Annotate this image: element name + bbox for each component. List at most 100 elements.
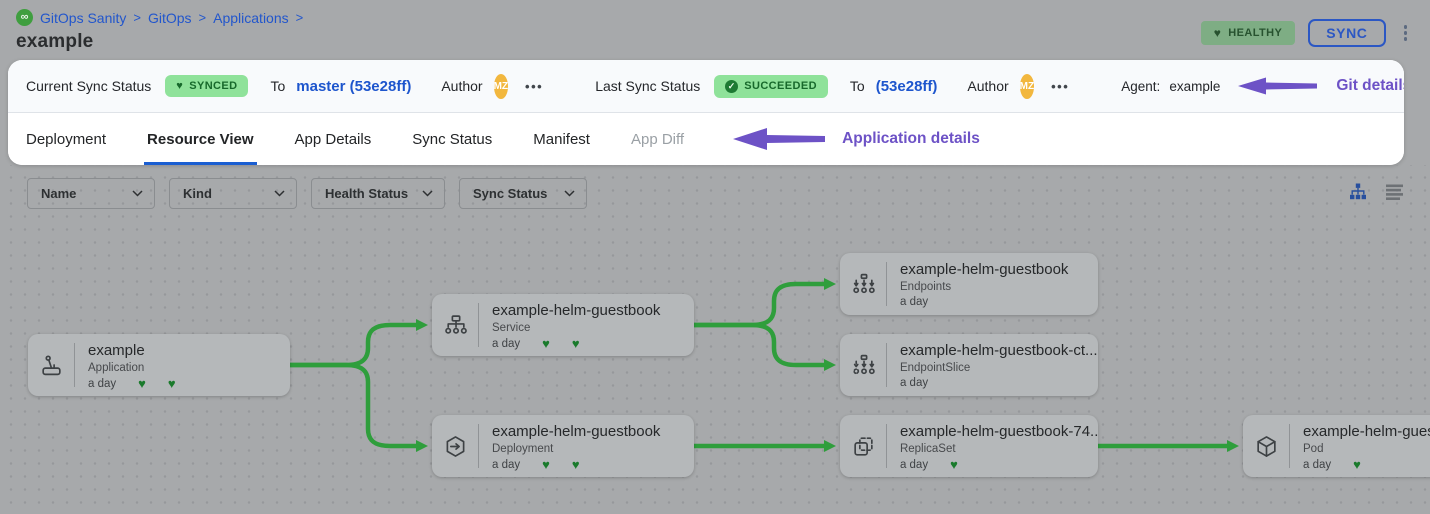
- deployment-icon: [432, 415, 478, 477]
- health-heart-icon: ♥: [571, 457, 580, 472]
- top-bar: ∞ GitOps Sanity > GitOps > Applications …: [0, 0, 1430, 60]
- heart-icon: ♥: [176, 79, 184, 92]
- node-deployment-example-helm-guestbook[interactable]: example-helm-guestbook Deployment a day♥…: [432, 415, 694, 477]
- node-age: a day: [492, 459, 521, 471]
- resource-canvas: Name Kind Health Status Sync Status: [0, 165, 1430, 514]
- view-toggles: [1349, 183, 1403, 200]
- filter-label: Sync Status: [473, 186, 548, 201]
- application-details-annotation: Application details: [842, 130, 980, 147]
- endpointslice-icon: [840, 334, 886, 396]
- filter-name-dropdown[interactable]: Name: [27, 178, 155, 209]
- to-label: To: [270, 78, 286, 94]
- node-kind: Pod: [1303, 443, 1324, 455]
- tab-sync-status[interactable]: Sync Status: [412, 130, 493, 148]
- kebab-menu-icon[interactable]: [1399, 22, 1413, 44]
- to-label: To: [849, 78, 865, 94]
- node-title: example: [88, 342, 145, 359]
- chevron-down-icon: [422, 190, 433, 197]
- health-heart-icon: ♥: [1353, 457, 1361, 472]
- breadcrumb-separator: >: [133, 10, 141, 25]
- node-kind: EndpointSlice: [899, 362, 971, 374]
- tree-view-icon[interactable]: [1349, 183, 1367, 200]
- filter-bar: Name Kind Health Status Sync Status: [27, 178, 587, 209]
- chevron-down-icon: [274, 190, 285, 197]
- breadcrumb: ∞ GitOps Sanity > GitOps > Applications …: [16, 9, 303, 26]
- node-pod-example-helm-guest[interactable]: example-helm-guest Pod a day♥: [1243, 415, 1430, 477]
- node-title: example-helm-guestbook: [900, 261, 1069, 278]
- node-age: a day: [492, 338, 521, 350]
- node-title: example-helm-guestbook: [492, 302, 661, 319]
- health-status-badge: ♥ HEALTHY: [1200, 21, 1296, 45]
- node-endpoints-example-helm-guestbook[interactable]: example-helm-guestbook Endpoints a day: [840, 253, 1098, 315]
- replicaset-icon: [840, 415, 886, 477]
- synced-badge-label: SYNCED: [189, 80, 238, 92]
- application-icon: [28, 334, 74, 396]
- last-sync-status-label: Last Sync Status: [595, 78, 701, 94]
- last-more-button[interactable]: •••: [1051, 78, 1070, 94]
- succeeded-badge: ✓ SUCCEEDED: [714, 74, 828, 98]
- node-age: a day: [899, 377, 929, 389]
- node-kind: ReplicaSet: [899, 443, 956, 455]
- pod-icon: [1243, 415, 1289, 477]
- header-actions: ♥ HEALTHY SYNC: [1200, 19, 1413, 47]
- node-replicaset-example-helm-guestbook-74[interactable]: example-helm-guestbook-74... ReplicaSet …: [840, 415, 1098, 477]
- tab-manifest[interactable]: Manifest: [533, 130, 590, 148]
- tab-deployment[interactable]: Deployment: [26, 130, 107, 148]
- current-sync-status-label: Current Sync Status: [26, 78, 152, 94]
- breadcrumb-separator: >: [295, 10, 304, 25]
- check-circle-icon: ✓: [725, 79, 739, 93]
- list-view-icon[interactable]: [1386, 184, 1403, 200]
- node-kind: Endpoints: [900, 281, 952, 293]
- node-application-example[interactable]: example Application a day ♥ ♥: [28, 334, 290, 396]
- annotation-arrow-icon: [733, 128, 826, 150]
- node-kind: Application: [88, 362, 145, 374]
- filter-label: Health Status: [325, 186, 409, 201]
- node-kind: Service: [492, 322, 531, 334]
- current-revision-link[interactable]: master (53e28ff): [296, 77, 412, 95]
- tab-app-diff[interactable]: App Diff: [630, 130, 685, 148]
- tabs: Deployment Resource View App Details Syn…: [8, 113, 1404, 165]
- node-endpointslice-example-helm-guestbook-ct[interactable]: example-helm-guestbook-ct... EndpointSli…: [840, 334, 1098, 396]
- filter-kind-dropdown[interactable]: Kind: [169, 178, 297, 209]
- annotation-arrow-icon: [1238, 77, 1318, 95]
- health-heart-icon: ♥: [542, 336, 550, 351]
- node-title: example-helm-guestbook-74...: [899, 423, 1098, 440]
- endpoints-icon: [840, 253, 886, 315]
- synced-badge: ♥ SYNCED: [165, 75, 249, 97]
- health-heart-icon: ♥: [138, 376, 146, 391]
- filter-health-status-dropdown[interactable]: Health Status: [311, 178, 445, 209]
- filter-label: Kind: [183, 186, 212, 201]
- sync-status-bar: Current Sync Status ♥ SYNCED To master (…: [8, 60, 1404, 113]
- page-title: example: [16, 31, 94, 52]
- breadcrumb-link-gitops[interactable]: GitOps: [147, 9, 192, 26]
- health-heart-icon: ♥: [571, 336, 580, 351]
- filter-sync-status-dropdown[interactable]: Sync Status: [459, 178, 587, 209]
- tab-app-details[interactable]: App Details: [294, 130, 372, 148]
- node-title: example-helm-guestbook: [492, 423, 661, 440]
- author-avatar: MZ: [1019, 73, 1035, 99]
- node-service-example-helm-guestbook[interactable]: example-helm-guestbook Service a day ♥ ♥: [432, 294, 694, 356]
- node-age: a day: [899, 459, 929, 471]
- agent-value: example: [1169, 78, 1221, 94]
- author-label: Author: [441, 78, 483, 94]
- breadcrumb-link-account[interactable]: GitOps Sanity: [40, 9, 127, 26]
- tab-resource-view[interactable]: Resource View: [144, 113, 257, 165]
- heart-icon: ♥: [1213, 26, 1222, 40]
- breadcrumb-separator: >: [198, 10, 207, 25]
- sync-button[interactable]: SYNC: [1308, 19, 1386, 47]
- chevron-down-icon: [132, 190, 143, 197]
- node-age: a day: [900, 296, 929, 308]
- health-status-label: HEALTHY: [1228, 27, 1283, 39]
- git-details-annotation: Git details: [1336, 77, 1404, 94]
- health-heart-icon: ♥: [542, 457, 550, 472]
- succeeded-badge-label: SUCCEEDED: [744, 80, 817, 92]
- last-revision-link[interactable]: (53e28ff): [875, 77, 938, 95]
- breadcrumb-link-applications[interactable]: Applications: [213, 9, 289, 26]
- node-age: a day: [88, 378, 117, 390]
- author-label: Author: [967, 78, 1009, 94]
- current-more-button[interactable]: •••: [525, 78, 544, 94]
- health-heart-icon: ♥: [167, 376, 176, 391]
- gitops-logo-icon: ∞: [16, 9, 33, 26]
- node-title: example-helm-guest: [1303, 423, 1430, 440]
